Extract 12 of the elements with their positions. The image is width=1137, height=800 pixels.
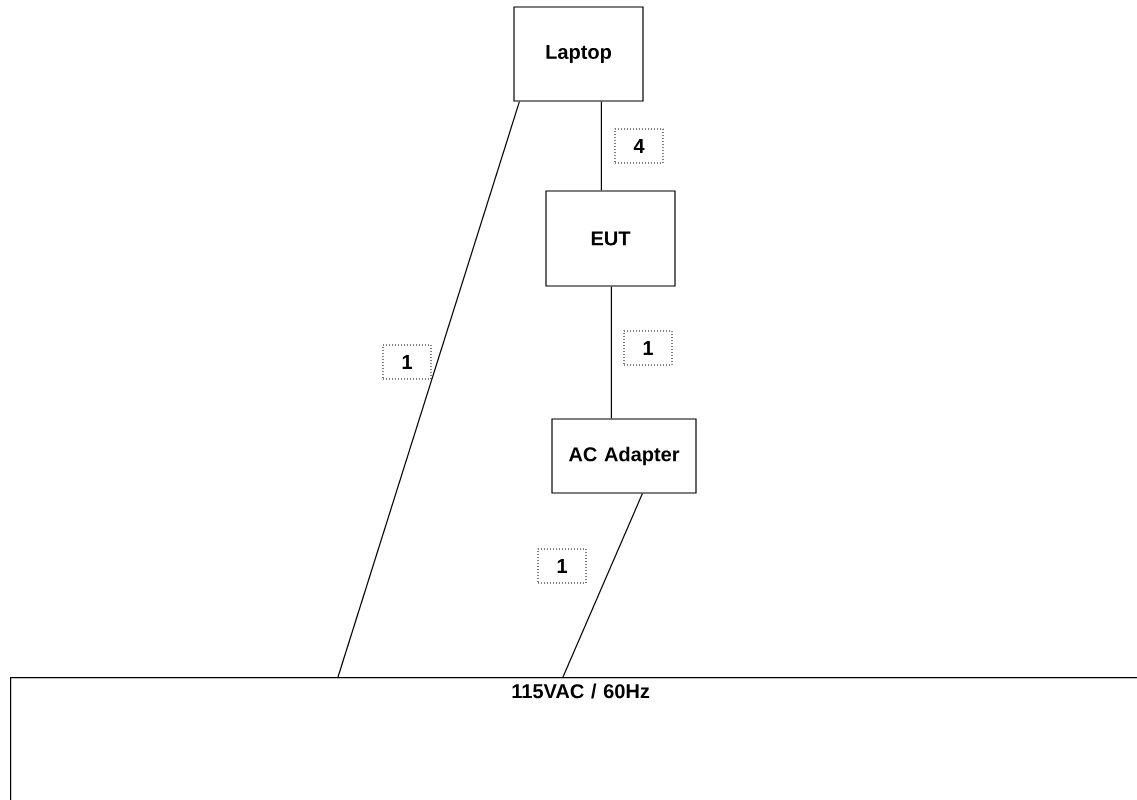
equipment-box: Laptop: [513, 6, 644, 102]
cable-line: [600, 101, 602, 191]
cable-line: [337, 101, 520, 678]
edge-label: 1: [537, 548, 587, 584]
power-source-band: 115VAC / 60Hz: [10, 677, 1137, 800]
edge-label: 1: [623, 330, 673, 366]
edge-label: 1: [382, 344, 432, 380]
cable-line: [610, 286, 612, 419]
cable-line: [562, 493, 643, 678]
equipment-box: EUT: [545, 190, 676, 287]
edge-label: 4: [614, 128, 664, 164]
equipment-box: AC Adapter: [551, 418, 697, 494]
